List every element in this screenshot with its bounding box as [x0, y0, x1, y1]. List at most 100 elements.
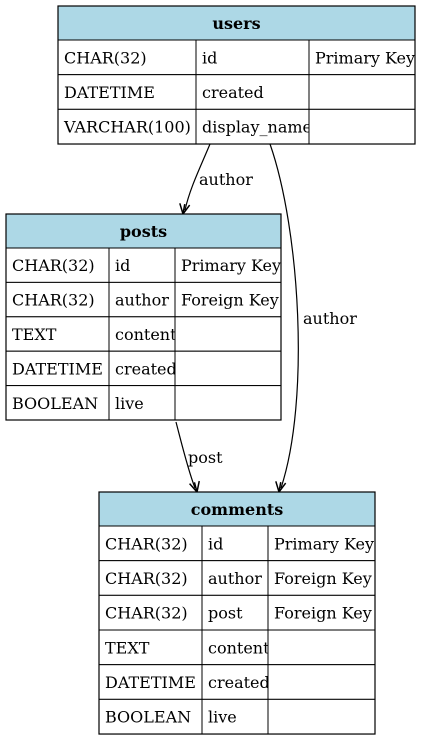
table-row: TEXT content — [98, 629, 376, 666]
table-row: CHAR(32) id Primary Key — [5, 247, 282, 283]
cell-field: created — [208, 673, 270, 692]
cell-field: content — [208, 638, 270, 657]
table-cell — [108, 385, 176, 421]
cell-type: TEXT — [105, 638, 150, 657]
cell-field: post — [208, 604, 243, 623]
cell-type: BOOLEAN — [12, 394, 98, 413]
table-cell — [201, 629, 269, 666]
cell-type: CHAR(32) — [12, 291, 95, 310]
table-row: DATETIME created — [57, 74, 416, 110]
relationship-edges: author author post — [175, 143, 357, 494]
table-cell — [308, 108, 416, 145]
table-row: CHAR(32) id Primary Key — [98, 525, 376, 562]
table-cell — [267, 664, 376, 700]
table-title: users — [212, 14, 260, 33]
table-row: BOOLEAN live — [5, 385, 282, 421]
crows-foot-arrow-icon — [275, 481, 287, 494]
table-row: TEXT content — [5, 316, 282, 352]
table-row: CHAR(32) post Foreign Key — [98, 594, 376, 631]
cell-field: display_name — [202, 118, 312, 137]
table-cell — [98, 698, 203, 735]
cell-type: VARCHAR(100) — [63, 118, 191, 137]
cell-field: created — [202, 83, 264, 102]
table-cell — [5, 281, 110, 318]
cell-type: DATETIME — [12, 359, 103, 378]
table-border — [5, 213, 282, 421]
table-border — [98, 491, 376, 735]
cell-type: DATETIME — [105, 673, 196, 692]
table-row: VARCHAR(100) display_name — [57, 108, 416, 145]
table-cell — [267, 629, 376, 666]
table-cell — [57, 108, 197, 145]
table-cell — [174, 385, 282, 421]
table-cell — [98, 525, 203, 562]
cell-field: created — [115, 359, 177, 378]
cell-field: id — [202, 48, 217, 67]
relationship-label: post — [188, 448, 223, 467]
relationship-users-comments: author — [269, 143, 357, 494]
table-cell — [195, 39, 310, 76]
table-cell — [195, 108, 310, 145]
relationship-line — [184, 143, 211, 211]
table-cell — [201, 594, 269, 631]
table-header — [5, 213, 282, 249]
cell-field: content — [115, 325, 177, 344]
table-cell — [308, 74, 416, 110]
table-cell — [5, 385, 110, 421]
table-cell — [108, 350, 176, 387]
table-row: CHAR(32) author Foreign Key — [5, 281, 282, 318]
table-cell — [195, 74, 310, 110]
table-border — [57, 5, 416, 145]
cell-field: id — [115, 256, 130, 275]
table-cell — [201, 525, 269, 562]
cell-field: live — [208, 708, 237, 727]
table-row: DATETIME created — [98, 664, 376, 700]
table-cell — [267, 525, 376, 562]
table-cell — [174, 350, 282, 387]
cell-key: Primary Key — [315, 48, 415, 67]
cell-key: Primary Key — [274, 534, 374, 553]
table-cell — [5, 350, 110, 387]
relationship-label: author — [303, 309, 357, 328]
relationship-users-posts: author — [179, 143, 253, 216]
table-cell — [267, 698, 376, 735]
cell-key: Primary Key — [181, 256, 281, 275]
cell-field: author — [115, 291, 169, 310]
cell-type: TEXT — [12, 325, 57, 344]
table-title: comments — [191, 500, 283, 519]
cell-type: CHAR(32) — [105, 534, 188, 553]
cell-type: CHAR(32) — [105, 604, 188, 623]
cell-type: CHAR(32) — [105, 569, 188, 588]
cell-field: live — [115, 394, 144, 413]
table-cell — [174, 316, 282, 352]
table-cell — [108, 281, 176, 318]
cell-type: BOOLEAN — [105, 708, 191, 727]
table-cell — [108, 247, 176, 283]
cell-type: DATETIME — [64, 83, 155, 102]
table-cell — [201, 698, 269, 735]
cell-field: author — [208, 569, 262, 588]
relationship-line — [269, 143, 299, 489]
cell-field: id — [208, 534, 223, 553]
relationship-line — [175, 421, 196, 489]
relationship-posts-comments: post — [175, 421, 223, 494]
table-row: BOOLEAN live — [98, 698, 376, 735]
table-cell — [267, 594, 376, 631]
table-title: posts — [120, 222, 167, 241]
table-cell — [98, 629, 203, 666]
cell-key: Foreign Key — [181, 291, 279, 310]
table-row: CHAR(32) author Foreign Key — [98, 560, 376, 596]
cell-key: Foreign Key — [274, 604, 372, 623]
cell-type: CHAR(32) — [12, 256, 95, 275]
table-cell — [174, 281, 282, 318]
table-row: DATETIME created — [5, 350, 282, 387]
table-cell — [201, 560, 269, 596]
cell-key: Foreign Key — [274, 569, 372, 588]
table-cell — [174, 247, 282, 283]
